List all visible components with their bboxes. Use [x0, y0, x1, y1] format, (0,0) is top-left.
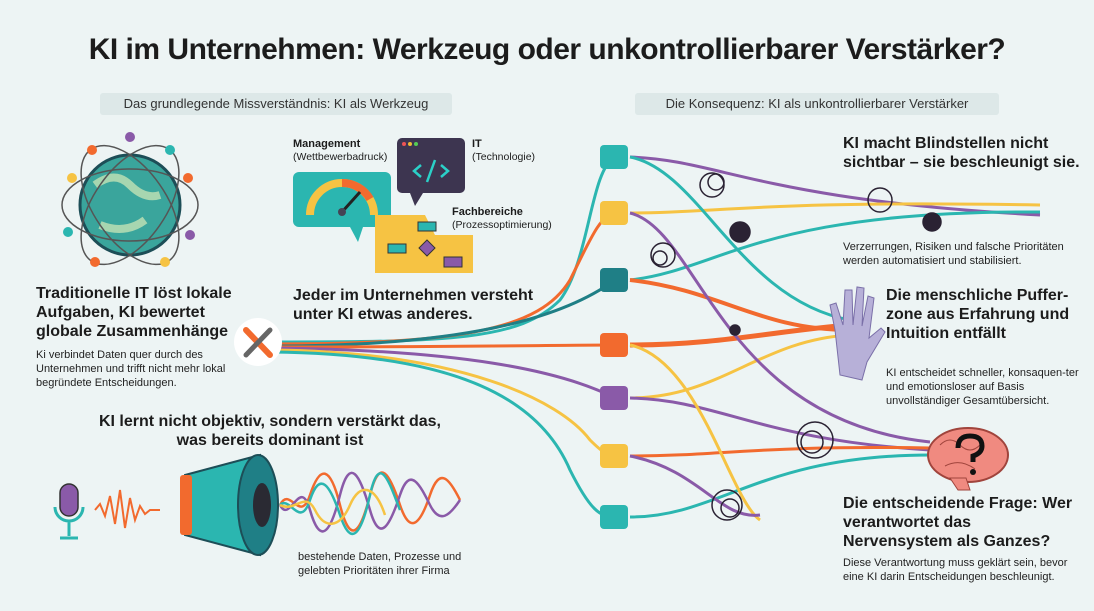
amplifier-text: bestehende Daten, Prozesse und gelebten …: [298, 551, 462, 577]
page-title: KI im Unternehmen: Werkzeug oder unkontr…: [88, 33, 1006, 66]
fach-title: Fachbereiche: [452, 206, 523, 218]
code-window-icon: [397, 138, 465, 206]
traditional-heading: Traditionelle IT löst lokale Aufgaben, K…: [36, 285, 232, 340]
fach-sub: (Prozessoptimierung): [452, 219, 552, 231]
sound-wave-out: [278, 471, 462, 536]
sound-wave-in: [94, 489, 160, 529]
left-section-header: Das grundlegende Missverständnis: KI als…: [100, 93, 452, 115]
traditional-text: Ki verbindet Daten quer durch des Untern…: [36, 349, 226, 389]
amplifier-heading: KI lernt nicht objektiv, sondern verstär…: [98, 413, 441, 449]
gauge-icon: [293, 172, 391, 242]
microphone-icon: [53, 483, 85, 540]
blindspots-text: Verzerrungen, Risiken und falsche Priori…: [843, 241, 1064, 267]
right-section-header: Die Konsequenz: KI als unkontrollierbare…: [635, 93, 999, 115]
fach-label: Fachbereiche(Prozessoptimierung): [452, 206, 552, 232]
management-label: Management(Wettbewerbadruck): [293, 138, 387, 164]
tangle-icon: [650, 172, 942, 521]
question-heading: Die entscheidende Frage: Wer verantworte…: [843, 495, 1073, 550]
brain-question-icon: [927, 427, 1009, 491]
buffer-heading: Die menschliche Puffer-zone aus Erfahrun…: [886, 287, 1070, 342]
flowchart-icon: [375, 215, 473, 273]
blindspots-heading: KI macht Blindstellen nicht sichtbar – s…: [843, 135, 1080, 171]
it-label: IT(Technologie): [472, 138, 535, 164]
it-sub: (Technologie): [472, 151, 536, 163]
hand-icon: [829, 286, 886, 381]
it-title: IT: [472, 138, 482, 150]
flow-lines: [271, 155, 1041, 522]
globe-network-icon: [61, 132, 199, 267]
management-title: Management: [293, 138, 361, 150]
node-squares: [600, 145, 628, 529]
perspectives-heading: Jeder im Unternehmen versteht unter KI e…: [293, 287, 534, 323]
buffer-text: KI entscheidet schneller, konsaquen-ter …: [886, 367, 1079, 407]
speaker-icon: [180, 453, 279, 557]
wrench-screwdriver-icon: [234, 318, 282, 366]
management-sub: (Wettbewerbadruck): [293, 151, 388, 163]
question-text: Diese Verantwortung muss geklärt sein, b…: [843, 557, 1068, 583]
